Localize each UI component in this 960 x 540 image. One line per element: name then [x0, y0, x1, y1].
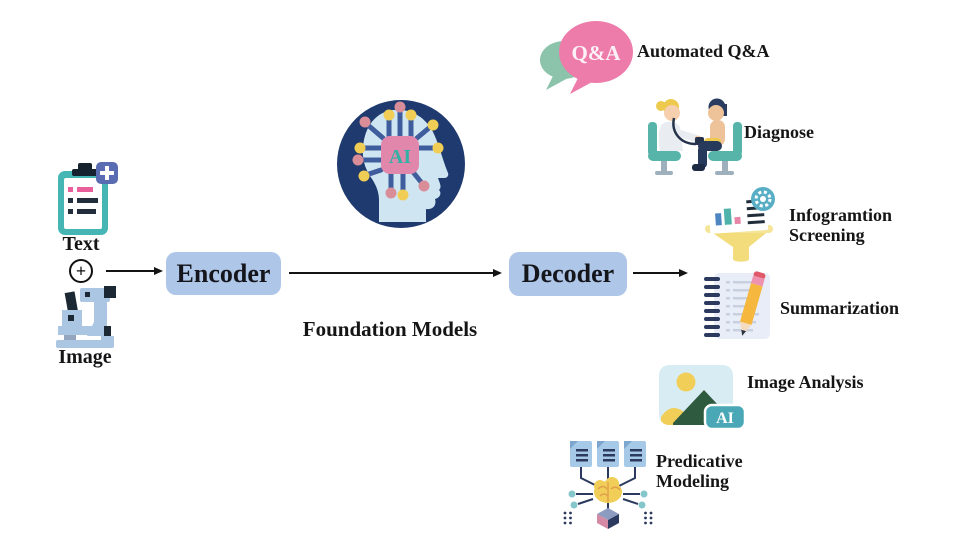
arrow-decoder-to-outputs	[633, 269, 688, 277]
output-label-summarization: Summarization	[780, 298, 899, 318]
qa-speech-bubbles-icon: Q&A	[538, 14, 636, 96]
image-analysis-icon: AI	[659, 365, 747, 439]
image-ai-badge-text: AI	[716, 410, 734, 427]
doctor-patient-icon	[648, 94, 742, 178]
ai-brain-icon: AI	[333, 96, 469, 232]
arrow-input-to-encoder	[106, 267, 163, 275]
notebook-pencil-icon	[702, 271, 776, 343]
input-text-label: Text	[62, 233, 100, 255]
clipboard-text-icon	[56, 159, 120, 237]
output-label-infogramtion-screening: Infogramtion Screening	[789, 205, 892, 245]
output-label-image-analysis: Image Analysis	[747, 372, 864, 392]
input-image-label: Image	[58, 346, 112, 368]
foundation-models-caption: Foundation Models	[302, 317, 478, 341]
output-label-automated-qa: Automated Q&A	[637, 41, 770, 61]
output-label-predicative-modeling: Predicative Modeling	[656, 451, 743, 491]
funnel-screening-icon	[697, 184, 781, 264]
decoder-box: Decoder	[509, 252, 627, 296]
encoder-box: Encoder	[166, 252, 281, 295]
ai-chip-text: AI	[389, 146, 411, 168]
microscope-image-icon	[52, 282, 118, 348]
qa-bubble-text: Q&A	[572, 41, 622, 65]
arrow-encoder-to-decoder	[289, 269, 502, 277]
plus-combine-icon: +	[69, 259, 93, 283]
output-label-diagnose: Diagnose	[744, 122, 815, 142]
predictive-modeling-icon	[562, 437, 654, 529]
